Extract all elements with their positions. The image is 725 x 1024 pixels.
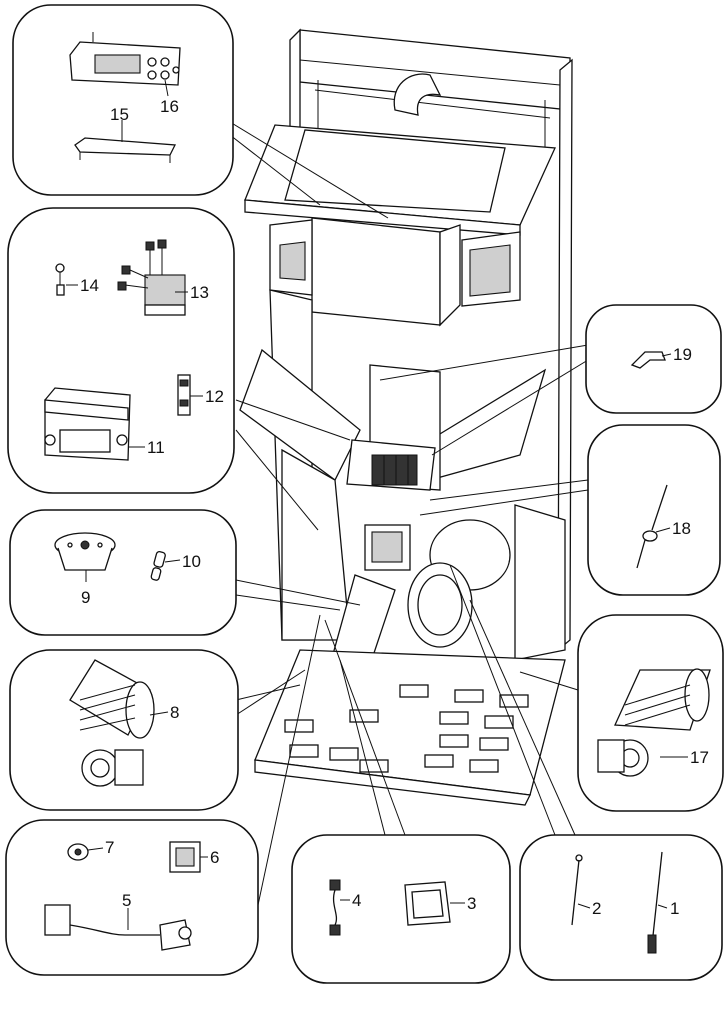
base-plate-vents — [284, 684, 529, 773]
callout-14: 14 — [80, 276, 99, 295]
bubble-clip — [585, 304, 722, 414]
bubble-thermostat — [9, 509, 237, 636]
callout-4: 4 — [352, 891, 361, 910]
bubble-electronics — [7, 207, 235, 494]
callout-3: 3 — [467, 894, 476, 913]
bubble-convection-fan — [9, 649, 239, 811]
bubble-power-parts — [5, 819, 259, 976]
callout-18: 18 — [672, 519, 691, 538]
sensor-part — [150, 551, 166, 581]
bubble-control-panel — [12, 4, 234, 196]
callout-10: 10 — [182, 552, 201, 571]
power-cord-part — [44, 904, 192, 951]
probe-short-part — [571, 854, 583, 926]
switch-part — [67, 843, 89, 861]
callout-6: 6 — [210, 848, 219, 867]
probe-long-part — [647, 851, 663, 954]
callout-12: 12 — [205, 387, 224, 406]
sensor-rod-part — [636, 484, 668, 569]
callout-8: 8 — [170, 703, 179, 722]
callout-17: 17 — [690, 748, 709, 767]
fuse-part — [55, 263, 65, 296]
callout-11: 11 — [147, 438, 165, 457]
callout-labels: 1 2 3 4 5 6 7 8 9 10 11 12 13 14 15 16 1… — [66, 97, 709, 930]
bubble-sensor-rod — [587, 424, 721, 596]
tangential-fan-part — [69, 659, 155, 787]
gasket-part — [404, 881, 451, 926]
power-socket-part — [169, 841, 201, 873]
callout-2: 2 — [592, 899, 601, 918]
stove-assembly — [239, 28, 573, 806]
thermostat-part — [54, 532, 116, 582]
panel-bracket-part — [74, 137, 177, 163]
bubble-probes — [519, 834, 723, 981]
callout-9: 9 — [81, 588, 90, 607]
control-board-part — [44, 387, 131, 461]
wiring-harness-part — [117, 239, 186, 316]
callout-7: 7 — [105, 838, 114, 857]
control-panel-display-part — [69, 32, 181, 86]
bubble-gasket-cable — [291, 834, 511, 984]
callout-15: 15 — [110, 105, 129, 124]
cable-part — [329, 879, 341, 936]
callout-16: 16 — [160, 97, 179, 116]
clip-part — [630, 351, 666, 369]
tangential-fan-right-part — [597, 668, 711, 777]
callout-5: 5 — [122, 891, 131, 910]
callout-13: 13 — [190, 283, 209, 302]
bubble-fan-right — [577, 614, 724, 812]
callout-1: 1 — [670, 899, 679, 918]
connector-part — [177, 374, 191, 416]
leader-lines — [229, 121, 589, 906]
callout-19: 19 — [673, 345, 692, 364]
